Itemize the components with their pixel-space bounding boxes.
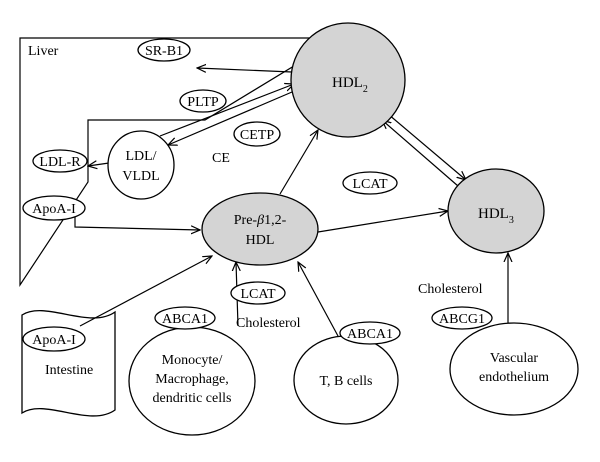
abcg1-label: ABCG1 [439, 312, 485, 327]
apoa1-intestine-label: ApoA-I [32, 333, 76, 348]
pre-beta-hdl-node [201, 192, 319, 266]
hdl3-node [447, 168, 545, 254]
monocyte-line2: Macrophage, [155, 372, 228, 387]
apoa1-intestine-badge [22, 326, 86, 352]
monocyte-line3: dendritic cells [153, 391, 232, 406]
srb1-badge [137, 38, 191, 62]
arrow-hdl2-to-hdl3 [387, 113, 466, 180]
abcg1-badge [431, 306, 493, 330]
lcat-lower-label: LCAT [241, 287, 276, 302]
ldl-vldl-node [107, 130, 175, 200]
vascular-node [449, 322, 579, 416]
pltp-badge [179, 89, 227, 113]
pltp-label: PLTP [187, 95, 219, 110]
abca1-right-badge [339, 321, 401, 345]
cholesterol-right-label: Cholesterol [418, 282, 483, 297]
lcat-center-label: LCAT [353, 177, 388, 192]
arrow-ldl-to-hdl2 [159, 84, 294, 137]
srb1-label: SR-B1 [145, 44, 183, 59]
cetp-badge [233, 121, 281, 147]
arrow-apoa1-to-prebeta [74, 211, 200, 230]
monocyte-line1: Monocyte/ [162, 353, 223, 368]
apoa1-liver-label: ApoA-I [32, 202, 76, 217]
ldlr-badge [32, 149, 88, 173]
tb-cells-label: T, B cells [319, 374, 372, 389]
cholesterol-center-label: Cholesterol [236, 316, 301, 331]
arrow-prebeta-to-hdl2 [279, 130, 318, 195]
arrow-hdl2-to-ldl [168, 91, 293, 145]
hdl2-label: HDL2 [332, 75, 368, 95]
arrow-prebeta-to-hdl3 [317, 211, 448, 233]
ldl-vldl-line2: VLDL [122, 169, 159, 184]
hdl3-label: HDL3 [478, 206, 514, 226]
abca1-left-badge [154, 306, 216, 330]
arrow-tbcells-to-prebeta [298, 262, 339, 337]
vascular-line2: endothelium [479, 370, 549, 385]
liver-label: Liver [28, 44, 59, 59]
abca1-right-label: ABCA1 [347, 327, 393, 342]
vascular-line1: Vascular [490, 351, 539, 366]
arrow-hdl3-to-hdl2 [382, 120, 459, 187]
ce-label: CE [212, 151, 230, 166]
ldlr-label: LDL-R [39, 155, 81, 170]
arrow-hdl2-to-liver [197, 68, 293, 72]
pre-beta-hdl-line2: HDL [246, 233, 275, 248]
intestine-label: Intestine [45, 363, 93, 378]
arrow-intestine-to-prebeta [79, 256, 212, 327]
hdl2-node [290, 22, 406, 138]
ldl-vldl-line1: LDL/ [125, 149, 156, 164]
pre-beta-hdl-line1: Pre-β1,2- [234, 213, 287, 228]
lcat-center-badge [342, 171, 398, 195]
cetp-label: CETP [240, 128, 274, 143]
abca1-left-label: ABCA1 [162, 312, 208, 327]
lcat-lower-badge [230, 281, 286, 305]
apoa1-liver-badge [22, 195, 86, 221]
